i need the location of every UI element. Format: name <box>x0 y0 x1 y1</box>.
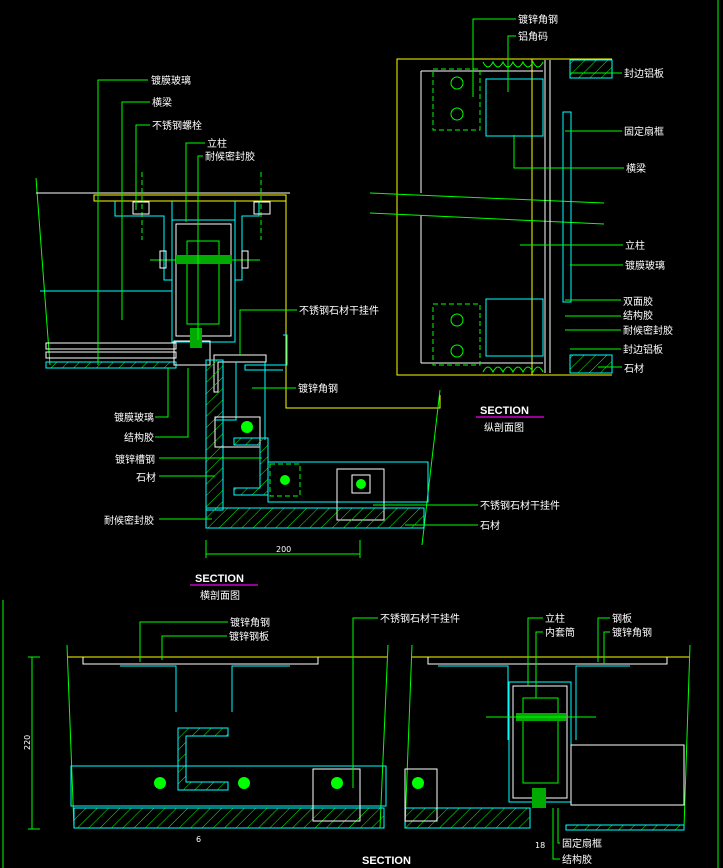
section-title: SECTION <box>195 573 244 585</box>
label-transom: 横梁 <box>626 162 646 175</box>
label-structural-sealant: 结构胶 <box>124 431 154 444</box>
label-stone-2: 石材 <box>480 519 500 532</box>
horizontal-section-labels: 镀膜玻璃 横梁 不锈钢螺栓 立柱 耐候密封胶 不锈钢石材干挂件 镀锌角钢 镀膜玻… <box>104 74 560 602</box>
dimension-18: 18 <box>535 841 545 850</box>
section-title: SECTION <box>362 855 411 867</box>
label-edge-alu-panel-2: 封边铝板 <box>623 343 663 356</box>
bottom-section-drawing <box>2 600 691 868</box>
label-coated-glass: 镀膜玻璃 <box>151 74 191 87</box>
label-coated-glass: 镀膜玻璃 <box>625 259 665 272</box>
dimension-200: 200 <box>276 545 291 554</box>
section-title: SECTION <box>480 405 529 417</box>
label-alu-angle: 铝角码 <box>518 31 548 43</box>
label-galv-angle: 镀锌角钢 <box>518 13 558 26</box>
label-mullion: 立柱 <box>207 137 227 150</box>
horizontal-section-drawing <box>35 79 478 586</box>
label-double-tape: 双面胶 <box>623 295 653 308</box>
dimension-6: 6 <box>196 835 201 844</box>
label-stone-hanger: 不锈钢石材干挂件 <box>380 612 460 625</box>
section-subtitle: 纵剖面图 <box>484 421 524 434</box>
label-weather-sealant: 耐候密封胶 <box>623 324 673 337</box>
label-mullion: 立柱 <box>625 239 645 252</box>
label-stainless-bolt: 不锈钢螺栓 <box>152 119 202 132</box>
label-inner-sleeve: 内套筒 <box>545 626 575 639</box>
label-mullion: 立柱 <box>545 612 565 625</box>
label-transom: 横梁 <box>152 96 172 109</box>
label-stone: 石材 <box>624 362 644 375</box>
vertical-section-drawing <box>369 0 719 868</box>
label-galv-channel: 镀锌槽钢 <box>115 453 155 466</box>
label-fixed-sash: 固定扇框 <box>562 837 602 850</box>
label-galv-plate: 镀锌钢板 <box>229 630 269 643</box>
dimension-220: 220 <box>23 735 32 750</box>
label-galv-angle: 镀锌角钢 <box>230 616 270 629</box>
label-steel-plate: 钢板 <box>612 612 632 625</box>
label-weather-sealant-2: 耐候密封胶 <box>104 514 154 527</box>
label-stone-hanger-2: 不锈钢石材干挂件 <box>480 499 560 512</box>
label-coated-glass-2: 镀膜玻璃 <box>114 411 154 424</box>
section-subtitle: 横剖面图 <box>200 589 240 602</box>
label-stone: 石材 <box>136 471 156 484</box>
vertical-section-labels: 镀锌角钢 铝角码 封边铝板 固定扇框 横梁 立柱 镀膜玻璃 双面胶 结构胶 耐候… <box>480 13 673 434</box>
label-edge-alu-panel: 封边铝板 <box>624 67 664 80</box>
label-fixed-sash: 固定扇框 <box>624 125 664 138</box>
label-galv-angle-2: 镀锌角钢 <box>612 626 652 639</box>
label-weather-sealant: 耐候密封胶 <box>205 150 255 163</box>
label-stone-hanger: 不锈钢石材干挂件 <box>299 304 379 317</box>
label-structural-sealant: 结构胶 <box>623 309 653 322</box>
label-galv-angle: 镀锌角钢 <box>298 382 338 395</box>
label-structural-sealant: 结构胶 <box>562 853 592 866</box>
bottom-section-labels: 镀锌角钢 镀锌钢板 不锈钢石材干挂件 立柱 内套筒 钢板 镀锌角钢 固定扇框 结… <box>23 612 652 867</box>
